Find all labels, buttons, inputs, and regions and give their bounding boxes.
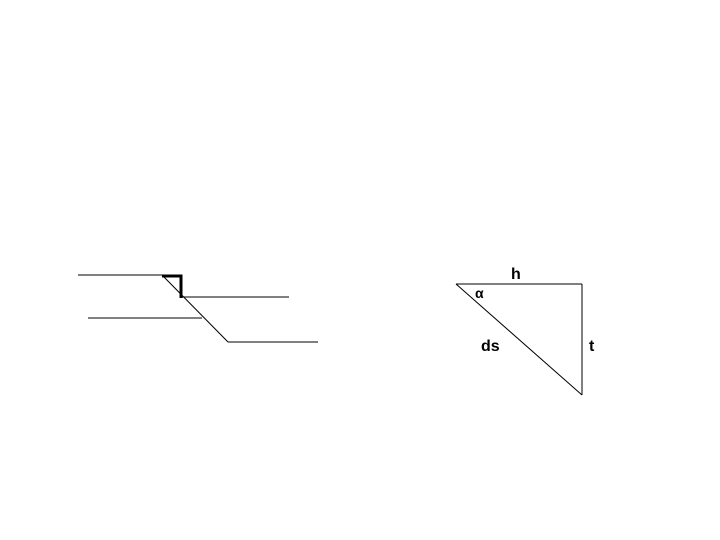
right-triangle-figure: h α ds t xyxy=(455,266,595,396)
label-t: t xyxy=(589,338,595,355)
triangle-hypotenuse-ds xyxy=(455,283,583,396)
label-h: h xyxy=(511,266,521,283)
right-angle-marker xyxy=(162,274,183,298)
layer-step-figure xyxy=(78,274,318,343)
label-alpha: α xyxy=(475,285,484,301)
slanted-connector-line xyxy=(162,275,229,343)
label-ds: ds xyxy=(481,338,500,355)
